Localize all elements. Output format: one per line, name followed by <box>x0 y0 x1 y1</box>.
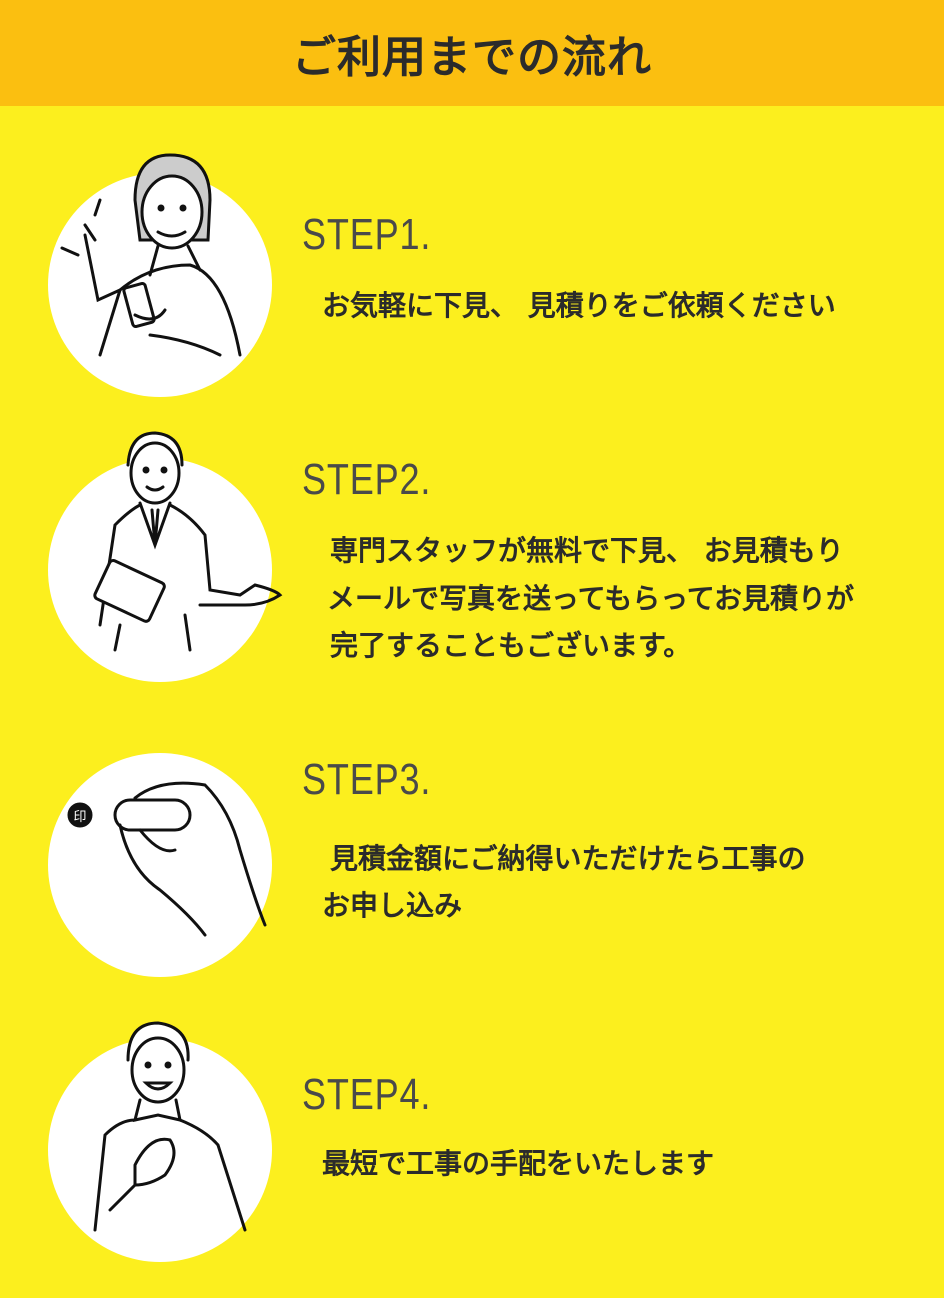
step3-illustration-circle <box>48 753 272 977</box>
step3-label: STEP3. <box>302 755 432 804</box>
staff-presenting-icon <box>93 431 283 652</box>
page-title: ご利用までの流れ <box>292 32 652 83</box>
woman-with-phone-icon <box>60 153 242 357</box>
step4-label: STEP4. <box>302 1070 432 1119</box>
step1-label: STEP1. <box>302 210 432 259</box>
step3-description-line2: お申し込み <box>322 889 463 922</box>
svg-text:印: 印 <box>73 810 86 825</box>
step2-description-line2: メールで写真を送ってもらってお見積りが <box>327 582 854 615</box>
step2-description-line3: 完了することもございます。 <box>330 629 692 662</box>
step1-description: お気軽に下見、 見積りをご依頼ください <box>322 289 836 322</box>
step4-description: 最短で工事の手配をいたします <box>322 1147 715 1180</box>
header-banner: ご利用までの流れ <box>0 0 944 106</box>
step3-description-line1: 見積金額にご納得いただけたら工事の <box>330 842 806 875</box>
step2-description-line1: 専門スタッフが無料で下見、 お見積もり <box>330 534 844 567</box>
worker-hand-on-chest-icon <box>93 1021 247 1232</box>
hand-with-seal-icon: 印 <box>67 781 267 937</box>
step2-label: STEP2. <box>302 455 432 504</box>
